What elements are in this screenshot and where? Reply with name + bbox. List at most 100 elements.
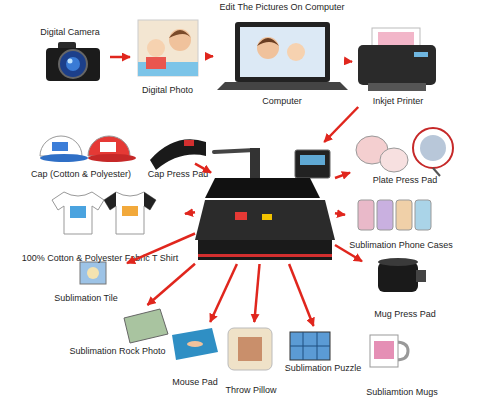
cap-print <box>52 142 68 151</box>
node-caption: 100% Cotton & Polyester Fabric T Shirt <box>22 254 179 264</box>
lens-glint <box>68 59 73 64</box>
mug-print <box>374 341 394 359</box>
node-caption: Computer <box>262 97 302 107</box>
product-node: Plate Press Pad <box>350 120 460 186</box>
sublimation-tile <box>80 262 106 284</box>
screen-face <box>287 43 305 61</box>
flow-arrow <box>324 107 358 142</box>
node-caption: Plate Press Pad <box>373 176 438 186</box>
cap-press-pad <box>150 139 206 170</box>
node-caption: Digital Photo <box>142 86 193 96</box>
mouse-pad <box>172 328 218 360</box>
pad-image <box>187 341 203 347</box>
mug-press-pad <box>378 262 418 292</box>
product-node: Inkjet Printer <box>352 25 444 107</box>
printer-body <box>358 45 436 85</box>
laptop-screen <box>240 27 325 77</box>
press-lower-platen <box>195 200 335 240</box>
flow-arrow <box>335 245 362 261</box>
sublimation-plate <box>413 128 453 168</box>
plate-stand <box>433 168 440 176</box>
node-caption: Cap Press Pad <box>148 170 209 180</box>
cap-crown <box>40 136 82 156</box>
node-caption: Edit The Pictures On Computer <box>220 3 345 13</box>
product-node: Throw Pillow <box>222 322 280 396</box>
t-shirt <box>104 192 156 234</box>
plate-image <box>420 135 446 161</box>
cap-brim <box>88 154 136 162</box>
flow-arrow <box>205 55 213 58</box>
photo-face <box>147 39 165 57</box>
flow-arrow <box>147 264 195 305</box>
tile-image <box>87 267 99 279</box>
photo-hair <box>169 30 191 38</box>
press-base-stripe <box>198 254 332 257</box>
node-caption: Mouse Pad <box>172 378 218 388</box>
pad-accent <box>184 140 194 146</box>
node-caption: Digital Camera <box>40 28 100 38</box>
node-caption: Subliamtion Mugs <box>366 388 438 398</box>
plate-press-pad <box>380 148 408 172</box>
flow-arrow <box>254 264 259 322</box>
flow-arrow <box>289 264 313 326</box>
laptop-base <box>217 82 348 90</box>
product-node: Digital Camera <box>30 28 110 86</box>
node-caption: Sublimation Puzzle <box>285 364 362 374</box>
product-node: 100% Cotton & Polyester Fabric T Shirt <box>15 186 185 264</box>
node-caption: Inkjet Printer <box>373 97 424 107</box>
cap-front-panel <box>100 142 116 152</box>
puzzle <box>290 332 330 360</box>
pillow-image <box>238 337 262 361</box>
t-shirt <box>52 192 104 234</box>
product-node: Cap Press Pad <box>145 128 211 180</box>
product-node: Edit The Pictures On ComputerComputer <box>213 3 351 107</box>
product-node: Cap (Cotton & Polyester) <box>20 120 142 180</box>
press-display <box>300 155 325 165</box>
product-node: Mug Press Pad <box>362 254 448 320</box>
flow-arrow <box>195 164 211 173</box>
camera-body <box>46 48 100 81</box>
mug <box>370 335 398 367</box>
mug-pad-rim <box>378 258 418 266</box>
photo-frame <box>138 20 198 76</box>
press-control-box <box>295 150 330 178</box>
cap-crown <box>88 136 130 156</box>
printer-panel <box>414 52 428 57</box>
product-node: Subliamtion Mugs <box>364 326 440 398</box>
flow-arrow <box>210 264 237 322</box>
camera-lens <box>59 50 87 78</box>
shirt-print <box>70 206 86 218</box>
flow-arrow <box>185 212 195 213</box>
throw-pillow <box>228 328 272 370</box>
node-caption: Sublimation Rock Photo <box>69 347 165 357</box>
press-arm <box>250 148 260 180</box>
phone-case <box>415 200 431 230</box>
paper-print <box>378 32 414 46</box>
product-node: Sublimation Puzzle <box>282 326 364 374</box>
flow-arrow <box>335 213 345 214</box>
screen-hair <box>257 38 279 46</box>
press-handle <box>214 150 255 152</box>
photo-shirt <box>146 57 166 69</box>
camera-lens-inner <box>66 57 80 71</box>
press-sticker <box>235 212 247 220</box>
phone-case <box>377 200 393 230</box>
mug-pad-clamp <box>416 270 426 282</box>
flow-arrow <box>127 234 195 264</box>
node-caption: Throw Pillow <box>225 386 276 396</box>
flow-arrow <box>351 60 352 63</box>
phone-case <box>358 200 374 230</box>
product-node: Sublimation Tile <box>45 258 127 304</box>
product-node: Sublimation Rock Photo <box>65 305 170 357</box>
screen-face <box>257 37 279 59</box>
photo-face <box>169 29 191 51</box>
product-node <box>195 142 335 264</box>
laptop-screen-frame <box>235 22 330 82</box>
press-base <box>198 240 332 260</box>
cap-brim <box>40 154 88 162</box>
shirt-print <box>122 206 138 216</box>
node-caption: Cap (Cotton & Polyester) <box>31 170 131 180</box>
